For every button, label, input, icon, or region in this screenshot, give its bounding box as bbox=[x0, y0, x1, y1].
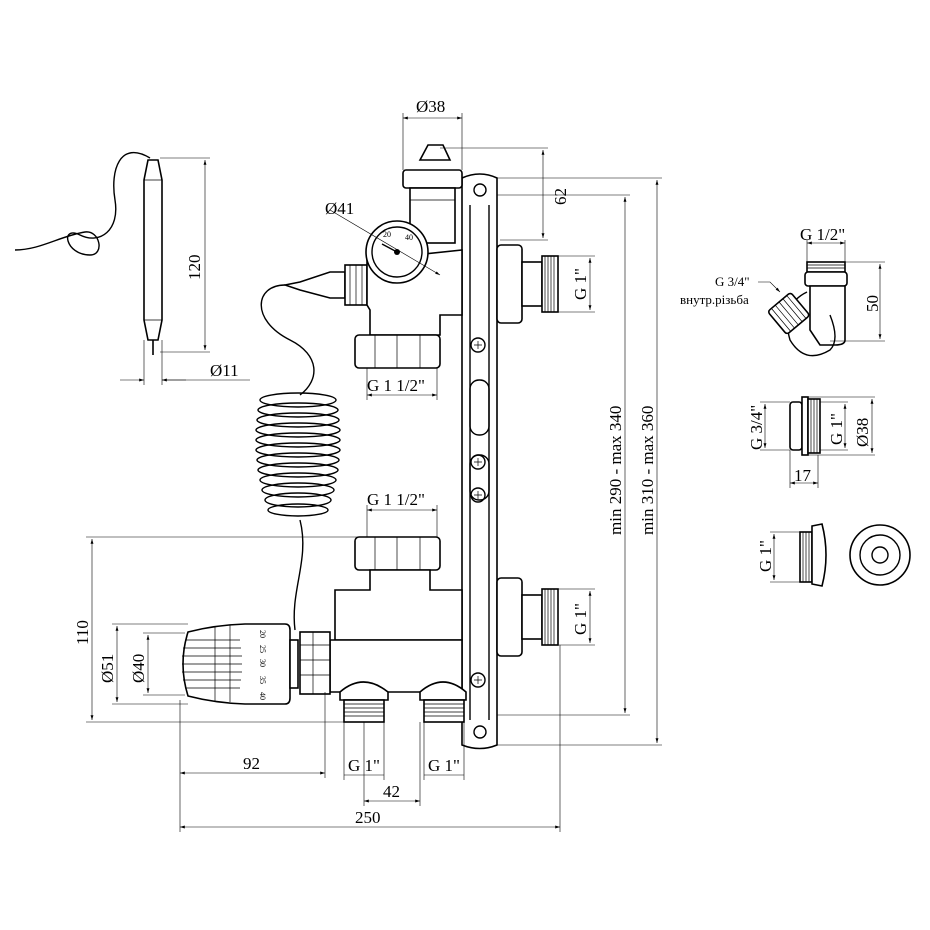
air-vent-height-label: 62 bbox=[551, 188, 570, 205]
head-scale-20: 20 bbox=[258, 630, 267, 638]
gauge-diameter-label: Ø41 bbox=[325, 199, 354, 218]
range-outer-label: min 310 - max 360 bbox=[638, 406, 657, 535]
head-height-label: 110 bbox=[73, 620, 92, 645]
top-outlet: G 1" bbox=[496, 244, 595, 324]
bottom-outlet-thread-label: G 1" bbox=[571, 603, 590, 635]
plug-thread-label: G 1" bbox=[756, 540, 775, 572]
bottom-dimensions: 92 G 1" G 1" 42 250 bbox=[179, 645, 561, 832]
head-scale-25: 25 bbox=[258, 645, 267, 653]
capillary-tube-coil bbox=[255, 264, 368, 631]
total-width-label: 250 bbox=[355, 808, 381, 827]
svg-text:40: 40 bbox=[405, 233, 413, 242]
head-scale-40: 40 bbox=[258, 692, 267, 700]
range-inner-label: min 290 - max 340 bbox=[606, 406, 625, 535]
adapter-outer-thread-label: G 1" bbox=[827, 413, 846, 445]
adapter-inner-thread-label: G 3/4" bbox=[747, 405, 766, 450]
bottom-outlet: G 1" bbox=[496, 577, 595, 657]
head-inner-diameter-label: Ø40 bbox=[129, 654, 148, 683]
top-union-thread-label: G 1 1/2" bbox=[367, 376, 425, 395]
elbow-height-label: 50 bbox=[863, 295, 882, 312]
head-outer-diameter-label: Ø51 bbox=[98, 654, 117, 683]
adapter-diameter-label: Ø38 bbox=[853, 418, 872, 447]
plug-fitting: G 1" bbox=[756, 523, 911, 587]
port-spacing-label: 42 bbox=[383, 782, 400, 801]
thermostatic-head: 20 25 30 35 40 bbox=[182, 623, 299, 705]
range-dimensions: min 290 - max 340 min 310 - max 360 bbox=[497, 177, 662, 746]
temperature-sensor-probe: 120 Ø11 bbox=[14, 151, 250, 385]
elbow-top-thread-label: G 1/2" bbox=[800, 225, 845, 244]
elbow-side-thread-label: G 3/4" bbox=[715, 274, 750, 289]
head-scale-30: 30 bbox=[258, 659, 267, 667]
top-outlet-thread-label: G 1" bbox=[571, 268, 590, 300]
sensor-diameter-label: Ø11 bbox=[210, 361, 239, 380]
air-vent-diameter-label: Ø38 bbox=[416, 97, 445, 116]
head-offset-label: 92 bbox=[243, 754, 260, 773]
svg-text:20: 20 bbox=[383, 230, 391, 239]
elbow-fitting: G 1/2" 50 G 3/4" внутр.різьба bbox=[680, 225, 885, 357]
head-dimensions: 110 Ø51 Ø40 bbox=[73, 536, 360, 723]
adapter-fitting: G 3/4" G 1" Ø38 17 bbox=[747, 396, 875, 488]
pressure-gauge: 20 40 Ø41 bbox=[325, 199, 441, 284]
elbow-side-thread-note: внутр.різьба bbox=[680, 292, 749, 307]
bottom-port-right-label: G 1" bbox=[428, 756, 460, 775]
head-scale-35: 35 bbox=[258, 676, 267, 684]
manifold-bar bbox=[461, 173, 498, 750]
mixing-valve-body: G 1 1/2" bbox=[299, 490, 467, 723]
adapter-length-label: 17 bbox=[794, 466, 812, 485]
sensor-length-label: 120 bbox=[185, 255, 204, 281]
middle-union-thread-label: G 1 1/2" bbox=[367, 490, 425, 509]
